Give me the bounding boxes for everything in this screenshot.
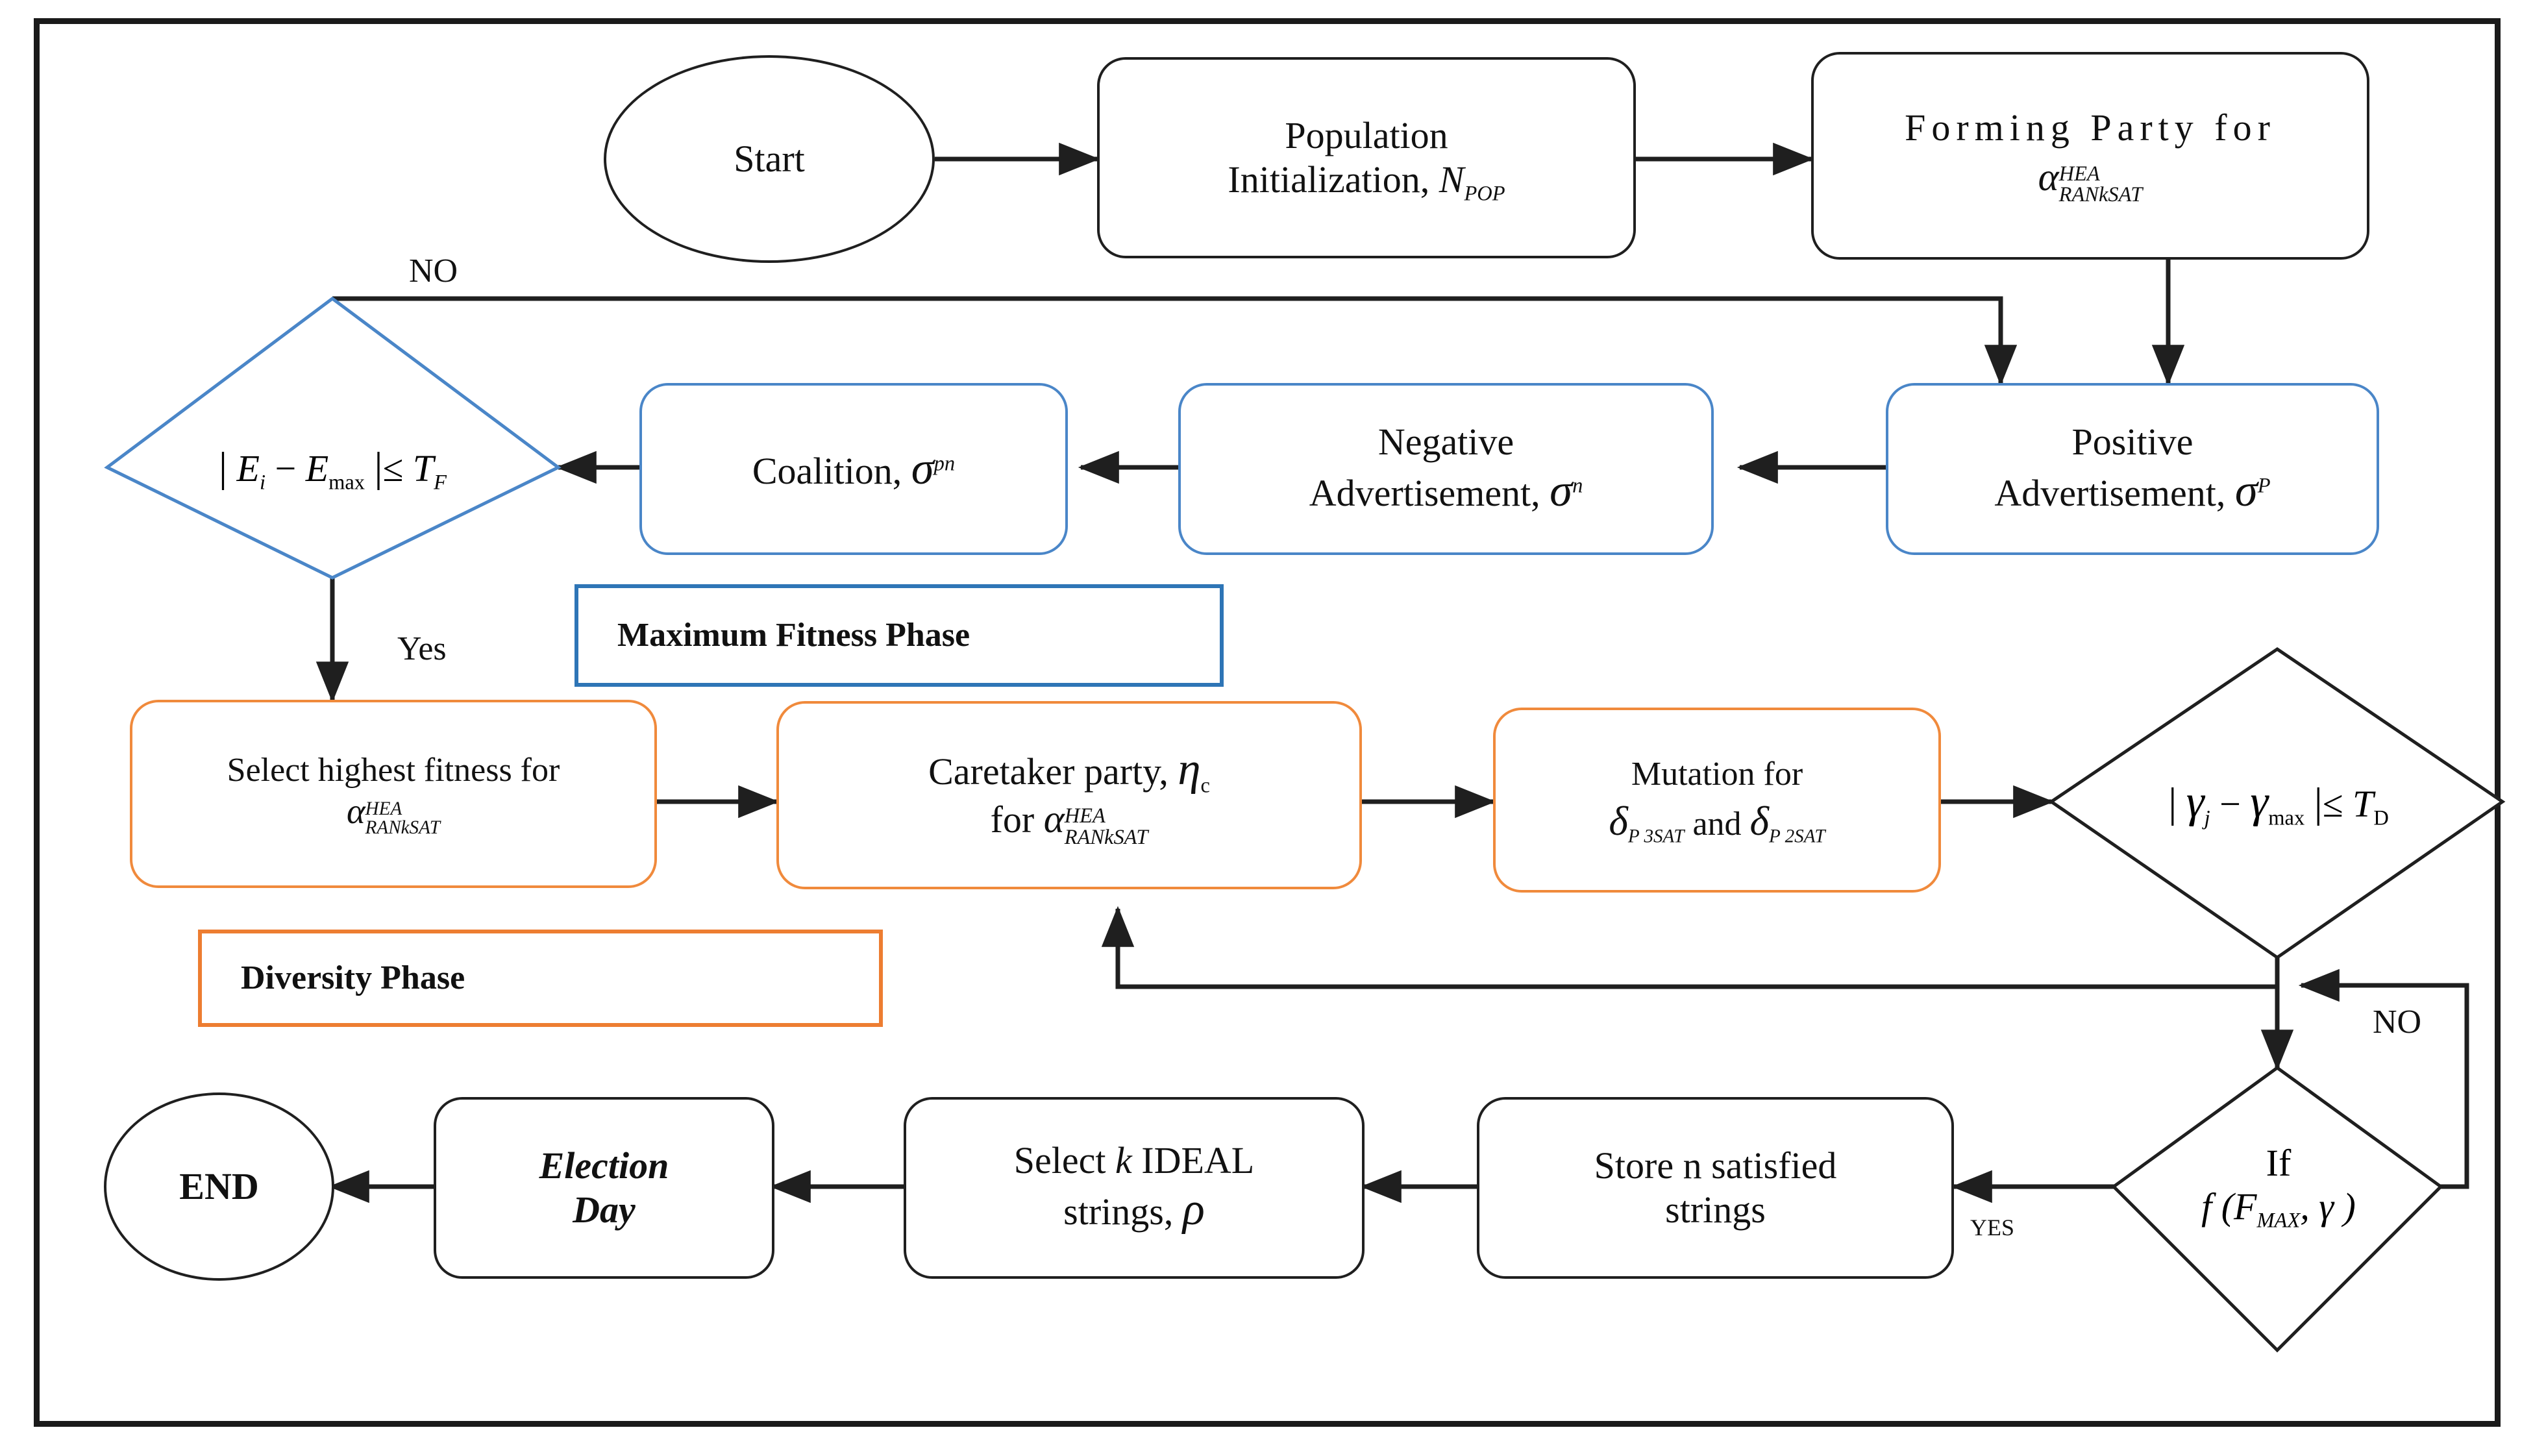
legend-maximum-fitness-phase: Maximum Fitness Phase — [575, 584, 1224, 687]
store-line2: strings — [1665, 1189, 1766, 1231]
negative-symbol: σ — [1550, 465, 1573, 516]
forming-line1: Forming Party for — [1905, 106, 2276, 149]
node-start-label: Start — [734, 137, 805, 180]
forming-symbol: α — [2038, 155, 2059, 199]
edge-label-no-bottom: NO — [2373, 1004, 2422, 1041]
node-select-ideal-text: Select k IDEAL strings, ρ — [1014, 1139, 1254, 1237]
population-symbol: N — [1439, 158, 1464, 201]
coalition-text: Coalition, — [752, 449, 902, 492]
coalition-symbol: σ — [911, 443, 934, 494]
legend-maximum-fitness-label: Maximum Fitness Phase — [617, 617, 970, 654]
node-coalition-text: Coalition, σpn — [752, 442, 955, 497]
select-ideal-symbol: ρ — [1182, 1184, 1205, 1235]
select-ideal-line1-a: Select — [1013, 1139, 1106, 1182]
positive-superscript: P — [2257, 474, 2271, 498]
forming-superscript: HEA — [2058, 162, 2100, 186]
node-mutation-text: Mutation for δP 3SAT and δP 2SAT — [1609, 754, 1825, 845]
node-select-ideal-strings[interactable]: Select k IDEAL strings, ρ — [904, 1097, 1365, 1279]
forming-subscript: RANkSAT — [2058, 183, 2143, 207]
caretaker-superscript: HEA — [1064, 804, 1106, 828]
coalition-superscript: pn — [933, 452, 956, 476]
caretaker-subscript: RANkSAT — [1064, 825, 1148, 849]
node-population-text: Population Initialization, NPOP — [1228, 114, 1505, 206]
node-end-label: END — [179, 1165, 259, 1207]
node-population-initialization[interactable]: Population Initialization, NPOP — [1097, 57, 1636, 258]
negative-superscript: n — [1572, 474, 1583, 498]
diversity-decision-diamond — [2048, 647, 2506, 960]
mutation-subscript-2: P 2SAT — [1769, 826, 1825, 847]
legend-diversity-label: Diversity Phase — [241, 959, 465, 997]
population-subscript: POP — [1464, 182, 1505, 206]
edge-label-yes-left: Yes — [397, 630, 447, 667]
negative-line1: Negative — [1378, 420, 1514, 463]
node-election-day[interactable]: Election Day — [434, 1097, 774, 1279]
edge-label-no-top: NO — [409, 253, 458, 290]
election-day-line1: Election — [539, 1144, 669, 1187]
select-ideal-line2-text: strings, — [1063, 1191, 1174, 1233]
population-line2-text: Initialization, — [1228, 158, 1430, 201]
node-store-text: Store n satisfied strings — [1594, 1144, 1837, 1233]
negative-line2-text: Advertisement, — [1309, 471, 1540, 514]
node-positive-text: Positive Advertisement, σP — [1994, 420, 2270, 519]
legend-diversity-phase: Diversity Phase — [198, 930, 883, 1027]
node-mutation[interactable]: Mutation for δP 3SAT and δP 2SAT — [1493, 708, 1941, 893]
caretaker-line1-text: Caretaker party, — [928, 750, 1168, 793]
positive-line2-text: Advertisement, — [1994, 471, 2226, 514]
node-start[interactable]: Start — [604, 55, 935, 263]
select-fitness-line1: Select highest fitness for — [227, 752, 560, 789]
election-day-line2: Day — [573, 1189, 636, 1231]
select-ideal-line1-b: IDEAL — [1141, 1139, 1255, 1182]
caretaker-line2-text: for — [990, 798, 1035, 841]
mutation-line1: Mutation for — [1631, 756, 1803, 793]
caretaker-alpha-symbol: α — [1043, 798, 1065, 842]
node-negative-advertisement[interactable]: Negative Advertisement, σn — [1178, 383, 1714, 555]
caretaker-eta-subscript: c — [1200, 774, 1210, 798]
mutation-symbol-1: δ — [1609, 797, 1628, 844]
select-fitness-superscript: HEA — [365, 798, 402, 819]
node-election-day-text: Election Day — [539, 1144, 669, 1233]
fitness-decision-diamond — [104, 296, 562, 580]
mutation-subscript-1: P 3SAT — [1627, 826, 1685, 847]
node-store-strings[interactable]: Store n satisfied strings — [1477, 1097, 1954, 1279]
node-negative-text: Negative Advertisement, σn — [1309, 420, 1583, 519]
edge-label-yes-bottom: YES — [1970, 1215, 2015, 1240]
if-decision-diamond — [2111, 1065, 2443, 1353]
node-coalition[interactable]: Coalition, σpn — [639, 383, 1068, 555]
store-line1: Store n satisfied — [1594, 1144, 1837, 1187]
mutation-joiner: and — [1692, 805, 1742, 843]
node-end[interactable]: END — [104, 1092, 334, 1281]
select-fitness-symbol: α — [346, 791, 365, 831]
positive-symbol: σ — [2234, 465, 2258, 516]
population-line1: Population — [1285, 114, 1448, 156]
positive-line1: Positive — [2071, 420, 2193, 463]
select-ideal-k: k — [1115, 1139, 1132, 1182]
mutation-symbol-2: δ — [1749, 797, 1770, 844]
caretaker-eta-symbol: η — [1178, 743, 1201, 795]
node-positive-advertisement[interactable]: Positive Advertisement, σP — [1886, 383, 2379, 555]
select-fitness-subscript: RANkSAT — [365, 817, 440, 838]
